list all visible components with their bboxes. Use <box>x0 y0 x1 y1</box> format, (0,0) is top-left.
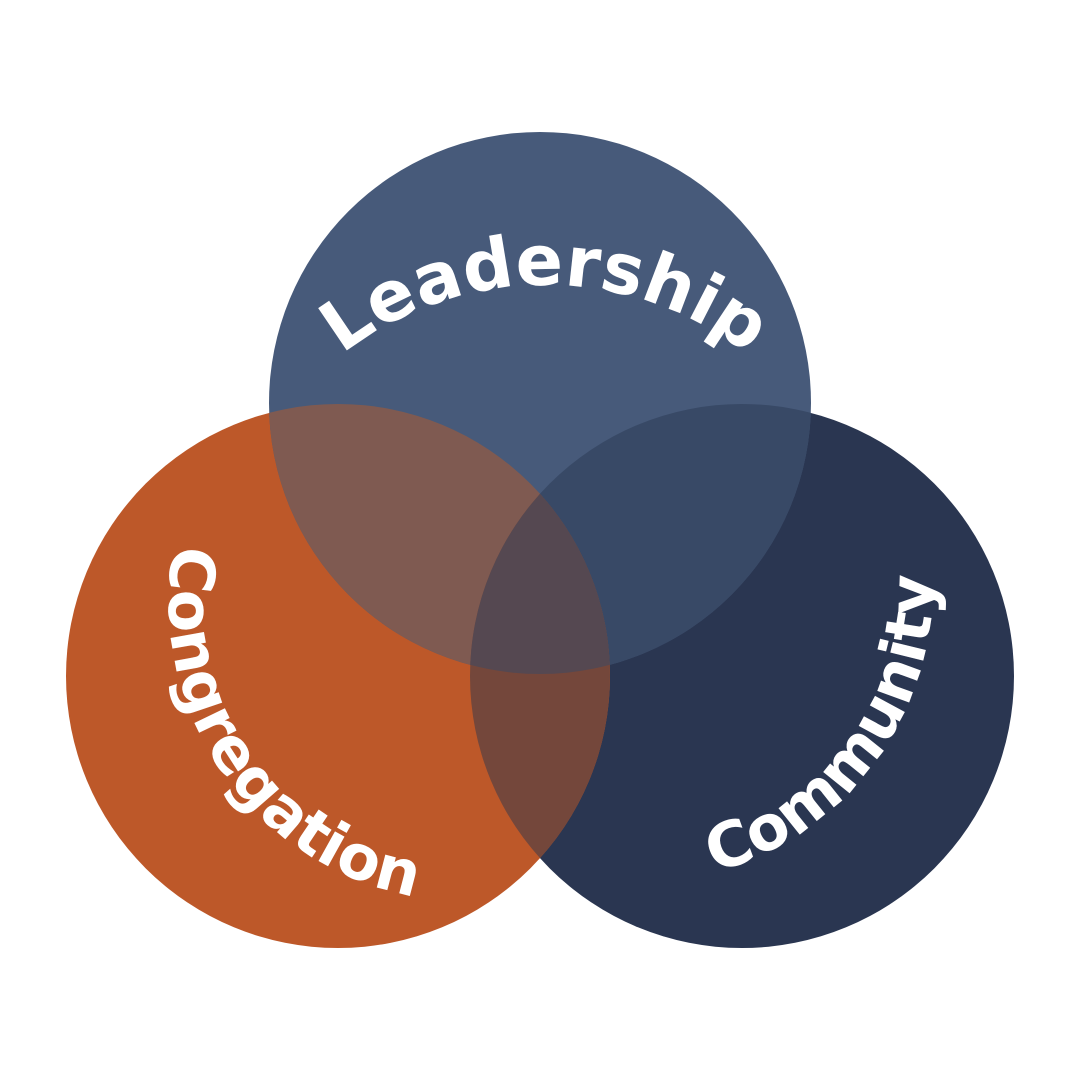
overlap-leadership-community <box>470 404 811 674</box>
overlap-leadership-congregation <box>269 404 610 674</box>
